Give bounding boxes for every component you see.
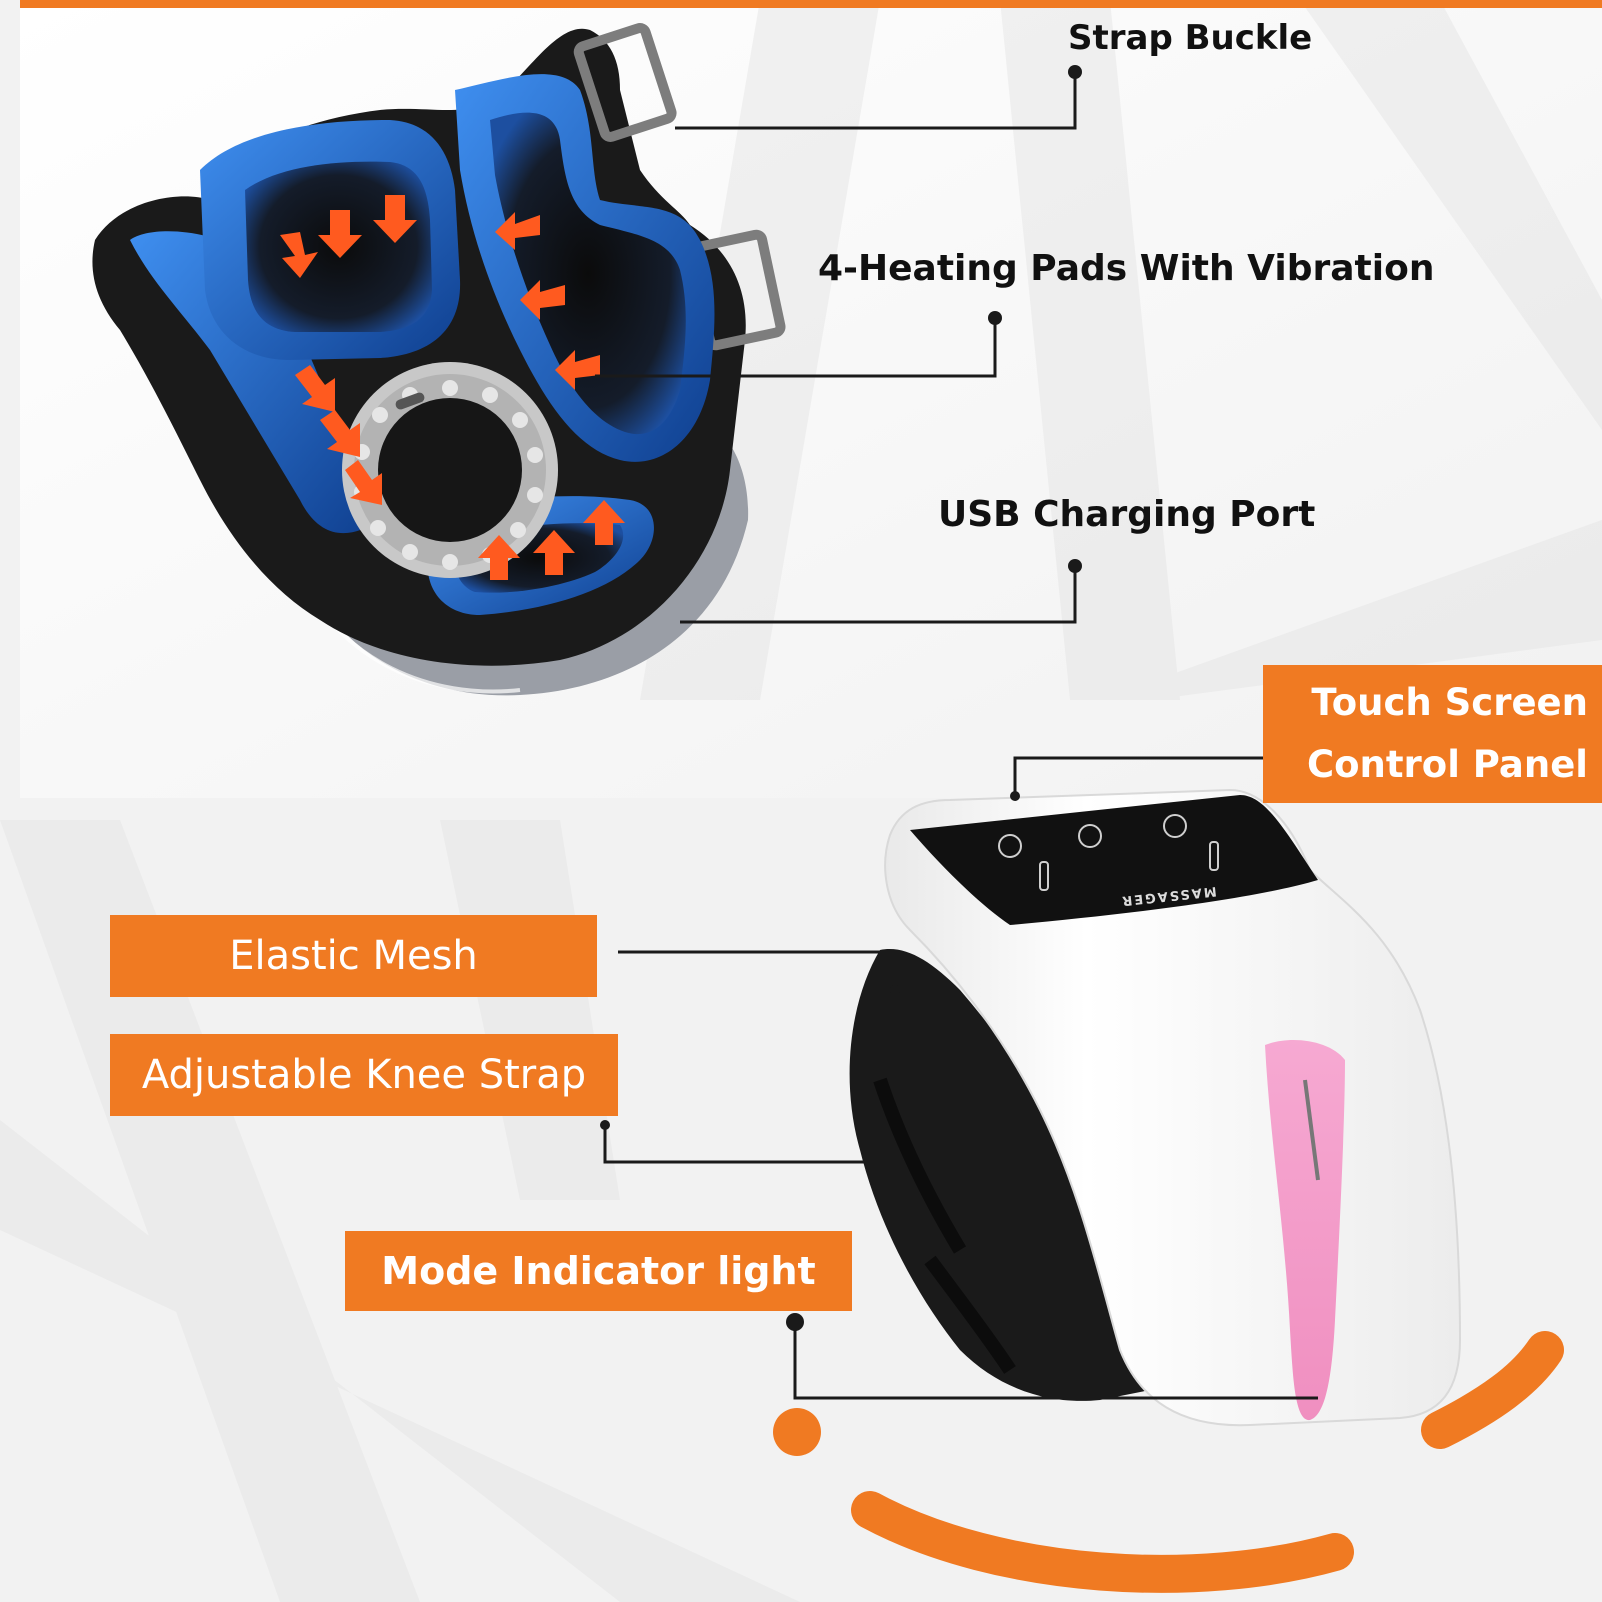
leader-dots [600, 65, 1082, 1331]
leader-lines [595, 72, 1318, 1400]
mode-indicator-label: Mode Indicator light [345, 1231, 852, 1311]
elastic-mesh-label: Elastic Mesh [110, 915, 597, 997]
decorative-orange-dot [773, 1408, 821, 1456]
strap-buckle-label: Strap Buckle [1068, 18, 1313, 58]
knee-massager-illustration [849, 788, 1462, 1427]
decorative-orange-arcs [851, 1331, 1564, 1593]
orange-arrow-icon [280, 195, 625, 580]
adjustable-knee-strap-label: Adjustable Knee Strap [110, 1034, 618, 1116]
heating-pads-label: 4-Heating Pads With Vibration [818, 248, 1435, 289]
usb-charging-port-label: USB Charging Port [938, 494, 1316, 535]
touch-screen-label-line2: Control Panel [1306, 743, 1588, 786]
touch-screen-label-line1: Touch Screen [1311, 681, 1588, 724]
touch-screen-label-box: Touch Screen Control Panel [1263, 665, 1602, 803]
knee-pad-illustration [92, 23, 786, 696]
